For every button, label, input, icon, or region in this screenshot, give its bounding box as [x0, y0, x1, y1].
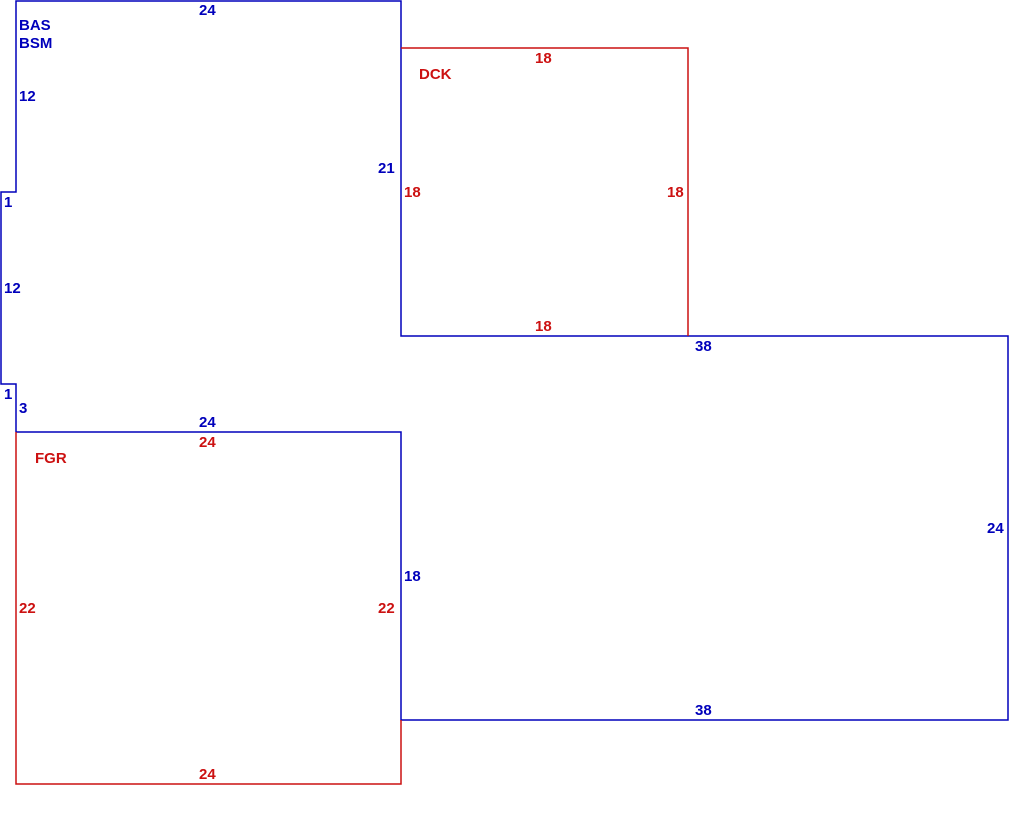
main-right-upper-dimension: 21	[378, 160, 395, 177]
garage-outline	[15, 432, 402, 785]
garage-top-dimension: 24	[199, 434, 216, 451]
garage-right-dimension: 22	[378, 600, 395, 617]
garage-structure	[15, 432, 402, 785]
main-ell-top-dimension: 38	[695, 338, 712, 355]
main-jog-lower-dimension: 1	[4, 386, 12, 403]
deck-top-dimension: 18	[535, 50, 552, 67]
deck-left-dimension: 18	[404, 184, 421, 201]
main-lower-left-dimension: 3	[19, 400, 27, 417]
main-upper-left-dimension: 12	[19, 88, 36, 105]
main-ell-bottom-dimension: 38	[695, 702, 712, 719]
main-right-middle-dimension: 18	[404, 568, 421, 585]
main-bottom-left-top-dimension: 24	[199, 414, 216, 431]
deck-outline	[401, 47, 689, 336]
main-area-code-2: BSM	[19, 35, 52, 52]
deck-structure	[401, 47, 689, 336]
main-outline-upper	[0, 0, 1009, 721]
main-jog-upper-dimension: 1	[4, 194, 12, 211]
main-middle-left-dimension: 12	[4, 280, 21, 297]
deck-area-code: DCK	[419, 66, 452, 83]
main-ell-right-dimension: 24	[987, 520, 1004, 537]
garage-left-dimension: 22	[19, 600, 36, 617]
deck-right-dimension: 18	[667, 184, 684, 201]
deck-bottom-dimension: 18	[535, 318, 552, 335]
main-top-dimension: 24	[199, 2, 216, 19]
garage-bottom-dimension: 24	[199, 766, 216, 783]
main-area-code-1: BAS	[19, 17, 51, 34]
garage-area-code: FGR	[35, 450, 67, 467]
main-structure	[0, 0, 1009, 721]
